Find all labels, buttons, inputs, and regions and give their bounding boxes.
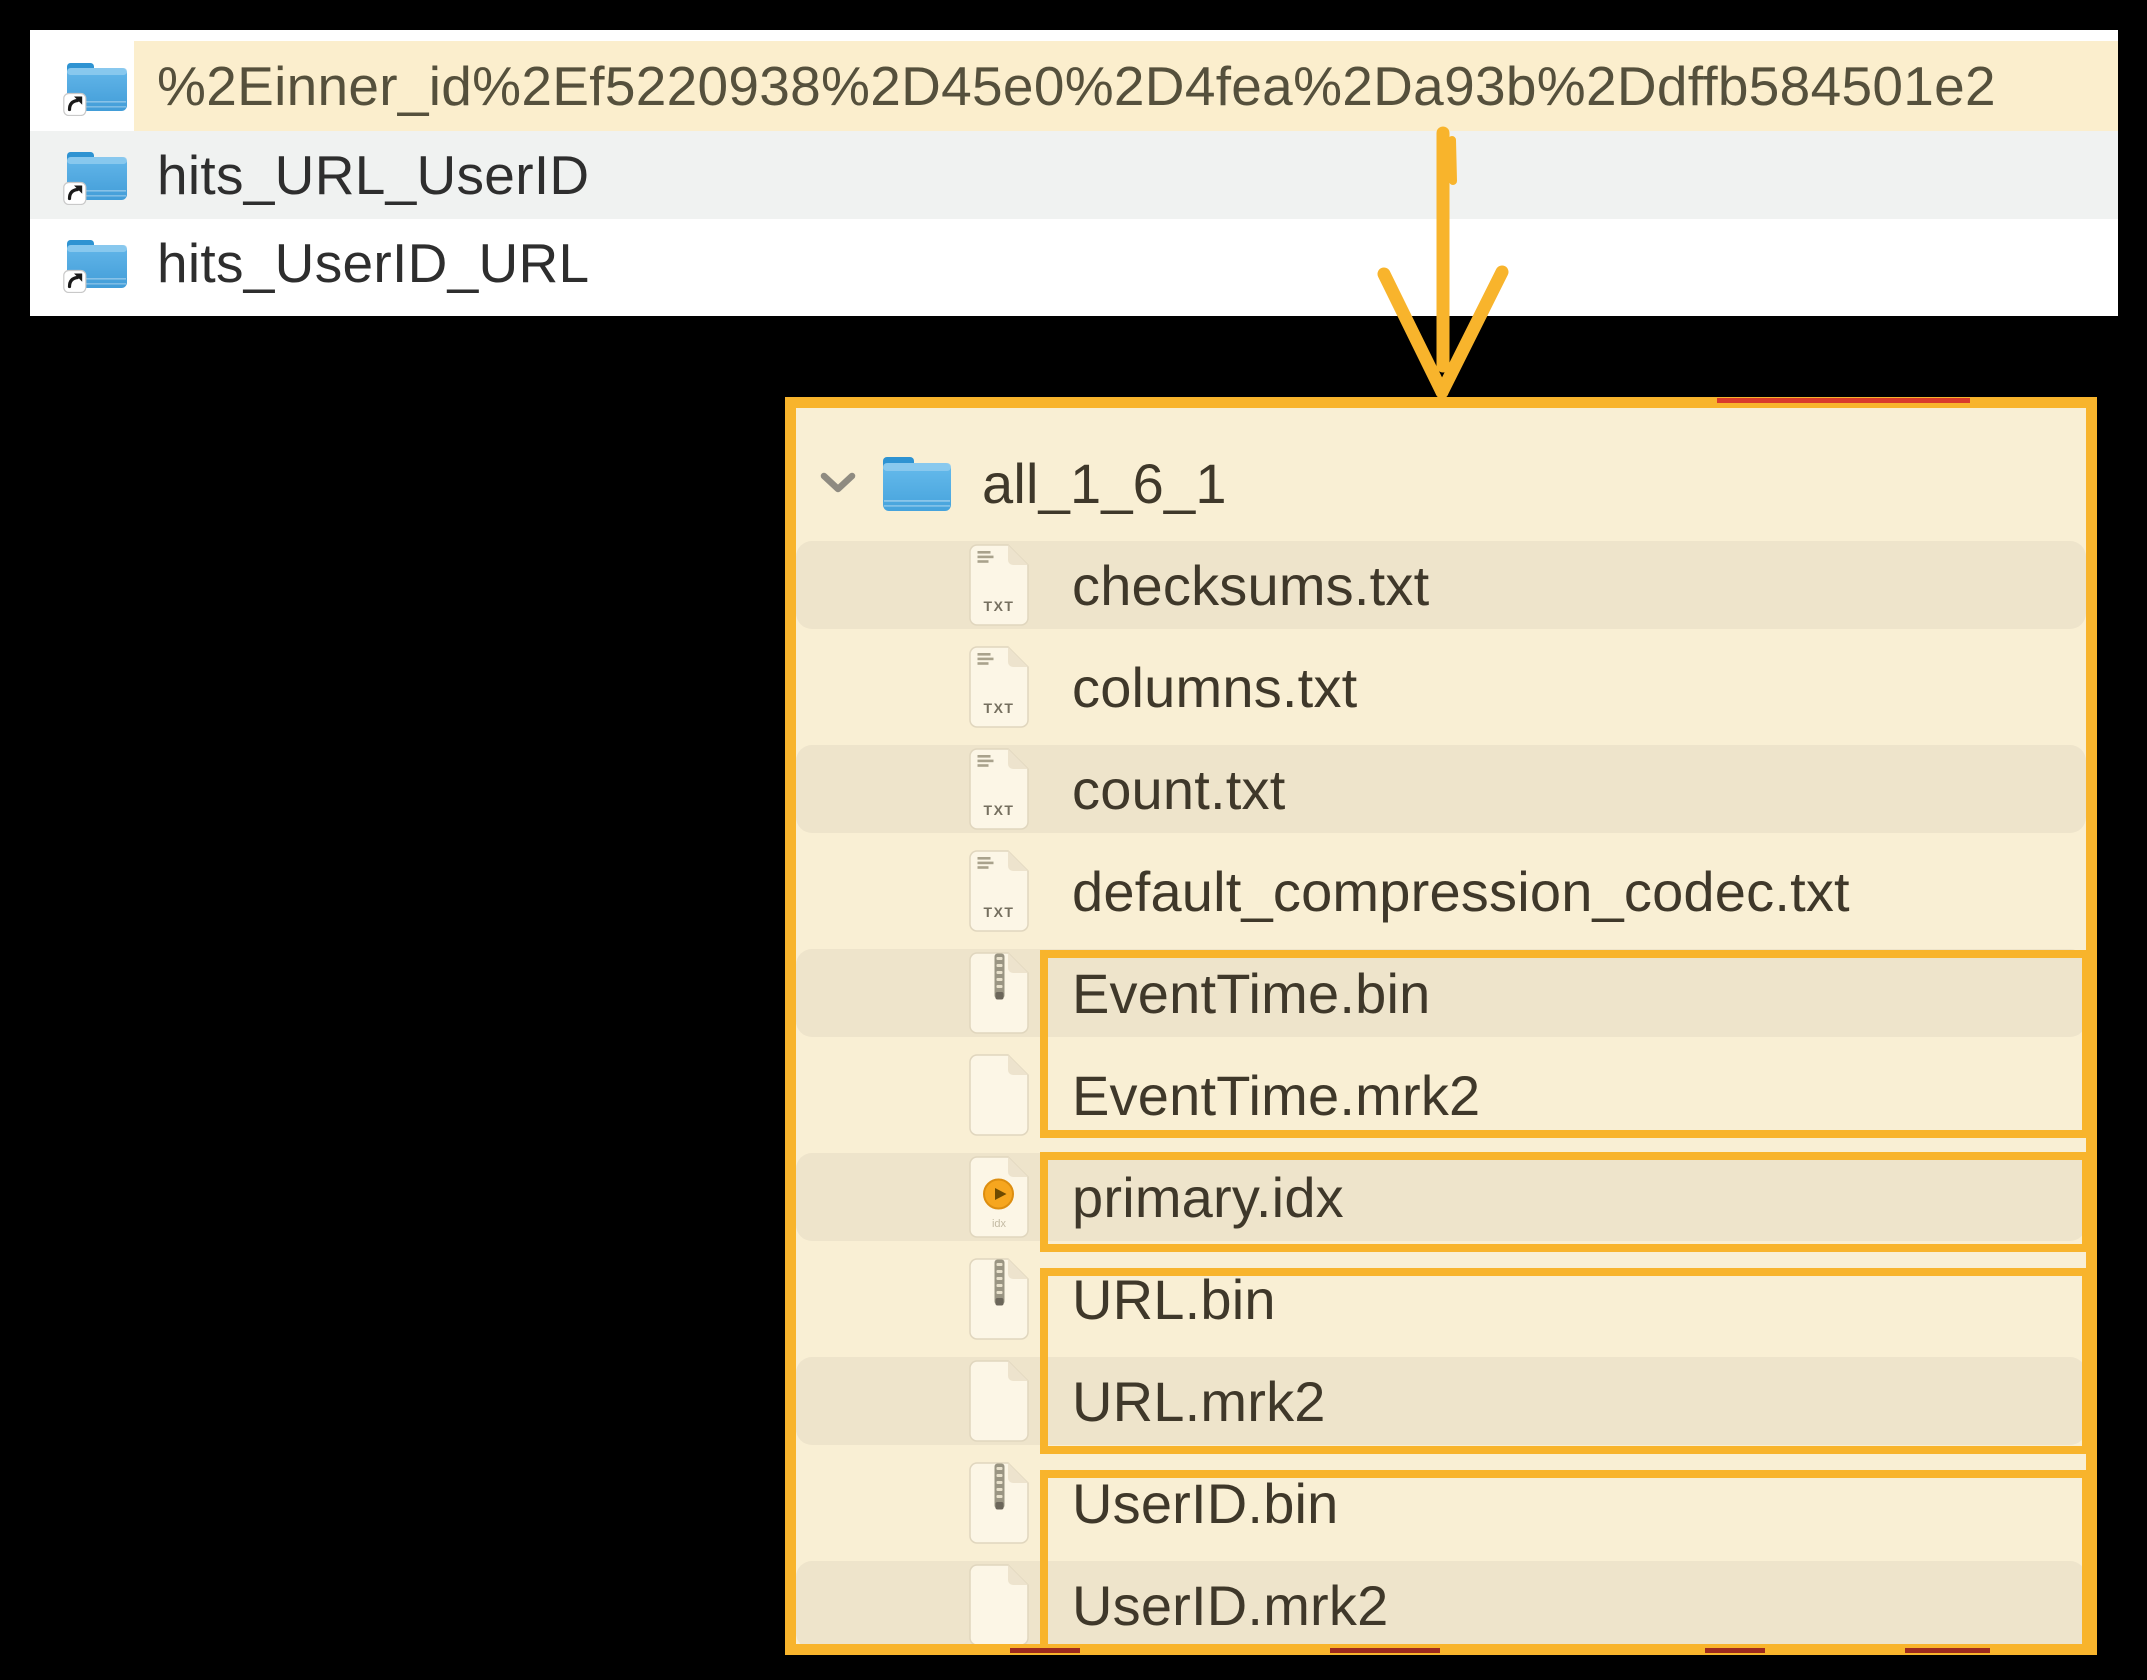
- blank-file-icon: [968, 1563, 1030, 1647]
- bin-file-icon: [968, 951, 1030, 1035]
- border-artifact: [1010, 1648, 1080, 1653]
- txt-file-icon: [968, 645, 1030, 729]
- tree-row-file[interactable]: primary.idx: [796, 1146, 2086, 1248]
- root-folder-label: all_1_6_1: [982, 451, 1227, 515]
- tree-row-file[interactable]: UserID.mrk2: [796, 1554, 2086, 1647]
- annotation-box-primary-idx: [1040, 1152, 2090, 1252]
- border-artifact: [1330, 1648, 1440, 1653]
- blank-file-icon: [968, 1053, 1030, 1137]
- idx-file-icon: [968, 1155, 1030, 1239]
- tree-row-file[interactable]: EventTime.mrk2: [796, 1044, 2086, 1146]
- tree-rows: all_1_6_1 checksums.txt columns.txt coun…: [796, 432, 2086, 1647]
- part-tree-panel: all_1_6_1 checksums.txt columns.txt coun…: [785, 397, 2097, 1655]
- folder-name-label: hits_URL_UserID: [157, 144, 590, 206]
- file-name-label: URL.mrk2: [1072, 1369, 1326, 1433]
- tree-row-file[interactable]: EventTime.bin: [796, 942, 2086, 1044]
- file-name-label: URL.bin: [1072, 1267, 1276, 1331]
- alias-folder-icon: [63, 233, 131, 293]
- file-name-label: default_compression_codec.txt: [1072, 859, 1850, 923]
- blank-file-icon: [968, 1359, 1030, 1443]
- file-name-label: count.txt: [1072, 757, 1286, 821]
- annotation-box-eventtime-files: [1040, 950, 2090, 1138]
- chevron-down-icon[interactable]: [820, 471, 856, 495]
- folder-name-label: hits_UserID_URL: [157, 232, 590, 294]
- list-row-inner-id-folder[interactable]: %2Einner_id%2Ef5220938%2D45e0%2D4fea%2Da…: [30, 41, 2118, 131]
- txt-file-icon: [968, 543, 1030, 627]
- tree-row-file[interactable]: URL.bin: [796, 1248, 2086, 1350]
- down-arrow-annotation-icon: [1377, 126, 1509, 399]
- finder-list-panel: %2Einner_id%2Ef5220938%2D45e0%2D4fea%2Da…: [30, 30, 2118, 316]
- border-artifact: [1717, 398, 1970, 403]
- folder-name-label: %2Einner_id%2Ef5220938%2D45e0%2D4fea%2Da…: [157, 55, 1996, 117]
- tree-row-file[interactable]: UserID.bin: [796, 1452, 2086, 1554]
- txt-file-icon: [968, 849, 1030, 933]
- bin-file-icon: [968, 1257, 1030, 1341]
- tree-row-file[interactable]: default_compression_codec.txt: [796, 840, 2086, 942]
- tree-row-root-folder[interactable]: all_1_6_1: [796, 432, 2086, 534]
- file-name-label: EventTime.mrk2: [1072, 1063, 1481, 1127]
- file-name-label: checksums.txt: [1072, 553, 1430, 617]
- file-name-label: UserID.mrk2: [1072, 1573, 1389, 1637]
- alias-folder-icon: [63, 145, 131, 205]
- file-name-label: primary.idx: [1072, 1165, 1344, 1229]
- tree-row-file[interactable]: checksums.txt: [796, 534, 2086, 636]
- border-artifact: [1705, 1648, 1765, 1653]
- annotation-box-url-files: [1040, 1268, 2090, 1454]
- list-row-hits-userid-url[interactable]: hits_UserID_URL: [30, 219, 2118, 307]
- border-artifact: [1905, 1648, 1990, 1653]
- txt-file-icon: [968, 747, 1030, 831]
- annotation-box-userid-files: [1040, 1470, 2090, 1654]
- tree-row-file[interactable]: columns.txt: [796, 636, 2086, 738]
- bin-file-icon: [968, 1461, 1030, 1545]
- file-name-label: columns.txt: [1072, 655, 1358, 719]
- tree-row-file[interactable]: count.txt: [796, 738, 2086, 840]
- folder-icon: [880, 451, 954, 515]
- alias-folder-icon: [63, 56, 131, 116]
- list-row-hits-url-userid[interactable]: hits_URL_UserID: [30, 131, 2118, 219]
- file-name-label: UserID.bin: [1072, 1471, 1339, 1535]
- file-name-label: EventTime.bin: [1072, 961, 1431, 1025]
- tree-row-file[interactable]: URL.mrk2: [796, 1350, 2086, 1452]
